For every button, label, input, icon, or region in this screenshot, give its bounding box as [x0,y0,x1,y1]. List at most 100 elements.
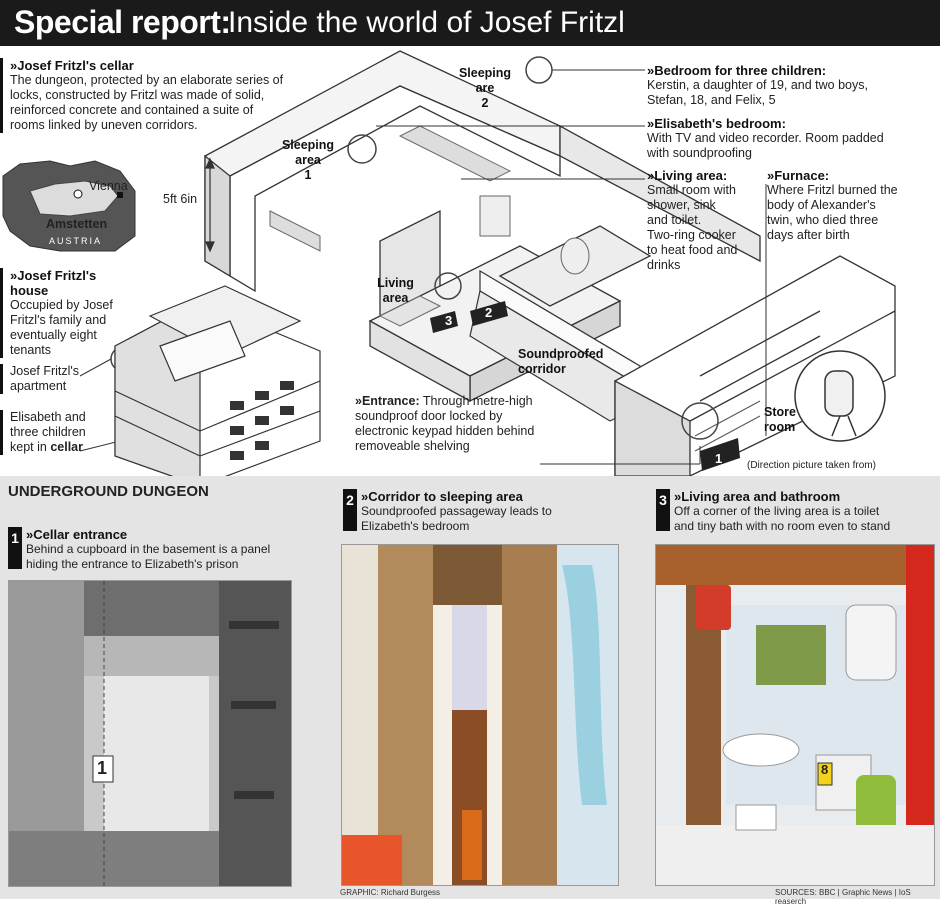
corridor-line-2: corridor [518,362,566,376]
title-bold: Special report: [14,4,231,40]
elisabeth-bedroom-line-1: With TV and video recorder. Room padded [647,131,884,145]
sleeping2-line-2: are [475,81,495,95]
photo-1-number: 1 [8,527,22,569]
apartment-line-2: apartment [10,379,67,393]
elisabeth-bedroom-heading: »Elisabeth's bedroom: [647,116,786,131]
photo-3-number: 3 [656,489,670,531]
living-area-note: »Living area: Small room with shower, si… [647,168,762,273]
photo-2-heading: »Corridor to sleeping area [361,489,523,504]
height-arrows [205,157,215,253]
entrance-first: Through metre-high [419,394,533,408]
photo-3-line-2: and tiny bath with no room even to stand [674,519,891,533]
marker-1: 1 [715,451,723,466]
cellar-heading: »Josef Fritzl's cellar [10,58,134,73]
map-label-amstetten: Amstetten [46,217,108,231]
bathroom-photo [655,544,935,886]
cellar-line-4: rooms linked by uneven corridors. [10,118,198,132]
cellar-line-2: locks, constructed by Fritzl was made of… [10,88,265,102]
entrance-line-4: removeable shelving [355,439,470,453]
marker-3: 3 [445,313,453,328]
sleeping1-line-3: 1 [304,168,312,182]
view-arrows [430,301,740,471]
cellar-line-1: The dungeon, protected by an elaborate s… [10,73,284,87]
corridor-label: Soundproofed corridor [518,347,603,377]
corridor-line-1: Soundproofed [518,347,604,361]
map-label-austria: AUSTRIA [49,236,103,246]
house-heading: »Josef Fritzl's house [10,268,97,298]
furnace-note: »Furnace: Where Fritzl burned the body o… [767,168,937,243]
austria-map [2,160,136,252]
kept-in-cellar-label: Elisabeth and three children kept in cel… [0,410,120,455]
apartment-label: Josef Fritzl's apartment [0,364,110,394]
living-area-heading: »Living area: [647,168,728,183]
sleeping-area-1-label: Sleeping area 1 [278,138,338,183]
dungeon-floorplan-diagram [2,50,896,476]
living-area-line-3: and toilet. [647,213,702,227]
entrance-line-2: soundproof door locked by [355,409,503,423]
living-area-line-1: Small room with [647,183,736,197]
house-windows [230,381,294,460]
photo-3-heading: »Living area and bathroom [674,489,841,504]
photo-2-line-1: Soundproofed passageway leads to [361,504,552,518]
cellar-entrance-photo [8,580,292,887]
evidence-tag-1: 1 [97,758,108,778]
elisabeth-bedroom-line-2: with soundproofing [647,146,752,160]
furnace-detail [794,350,886,442]
shelving [694,400,761,452]
kept-plain: kept in [10,440,51,454]
entrance-line-1: »Entrance: Through metre-high [355,394,575,409]
kept-line-1: Elisabeth and [10,410,86,424]
photo-3-caption: 3 »Living area and bathroom Off a corner… [656,489,936,534]
title-bar: Special report: Inside the world of Jose… [0,0,940,46]
house-line-4: tenants [10,343,52,357]
entrance-line-3: electronic keypad hidden behind [355,424,535,438]
cellar-line-3: reinforced concrete and contained a suit… [10,103,254,117]
living-area-line-5: to heat food and [647,243,738,257]
house-illustration [114,285,321,476]
bedroom-children-line-2: Stefan, 18, and Felix, 5 [647,93,776,107]
photo-1-line-1: Behind a cupboard in the basement is a p… [26,542,271,556]
bedroom-children-line-1: Kerstin, a daughter of 19, and two boys, [647,78,868,92]
cellar-intro: »Josef Fritzl's cellar The dungeon, prot… [0,58,310,133]
bedroom-children-heading: »Bedroom for three children: [647,63,827,78]
sleeping1-line-1: Sleeping [281,138,335,152]
furnace-line-2: body of Alexander's [767,198,876,212]
living-line-1: Living [377,276,414,290]
sleeping2-line-3: 2 [481,96,489,110]
house-info: »Josef Fritzl's house Occupied by Josef … [0,268,120,358]
entrance-heading: »Entrance: [355,394,420,408]
photo-1-heading: »Cellar entrance [26,527,128,542]
house-line-3: eventually eight [10,328,97,342]
kept-line-2: three children [10,425,86,439]
furnace-line-1: Where Fritzl burned the [767,183,898,197]
photo-1-caption: 1 »Cellar entrance Behind a cupboard in … [8,527,328,572]
furnace-line-4: days after birth [767,228,850,242]
evidence-tag-8: 8 [821,762,829,777]
store-room-walls [614,255,896,476]
map-label-vienna: Vienna [89,179,128,193]
photo-2-caption: 2 »Corridor to sleeping area Soundproofe… [343,489,633,534]
marker-2: 2 [485,305,493,320]
elisabeth-bedroom-note: »Elisabeth's bedroom: With TV and video … [647,116,937,161]
graphic-credit: GRAPHIC: Richard Burgess [340,888,441,897]
room-details [269,125,590,327]
height-label: 5ft 6in [163,192,198,206]
sources-credit: SOURCES: BBC | Graphic News | IoS reaser… [775,888,911,906]
kept-line-3: kept in cellar [10,440,120,455]
underground-heading: UNDERGROUND DUNGEON [8,483,209,500]
corridor-photo [341,544,619,886]
living-area-label: Living area [368,276,423,306]
living-area-line-4: Two-ring cooker [647,228,736,242]
apartment-line-1: Josef Fritzl's [10,364,80,378]
store-line-2: room [764,420,796,434]
kept-bold: cellar [50,440,83,454]
title-rest: Inside the world of Josef Fritzl [228,6,625,39]
living-area-line-2: shower, sink [647,198,716,212]
living-line-2: area [382,291,409,305]
sleeping2-line-1: Sleeping [458,66,512,80]
furnace-heading: »Furnace: [767,168,830,183]
store-line-1: Store [764,405,796,419]
house-line-1: Occupied by Josef [10,298,113,312]
sleeping-area-2-label: Sleeping are 2 [455,66,515,111]
sleeping1-line-2: area [295,153,321,167]
